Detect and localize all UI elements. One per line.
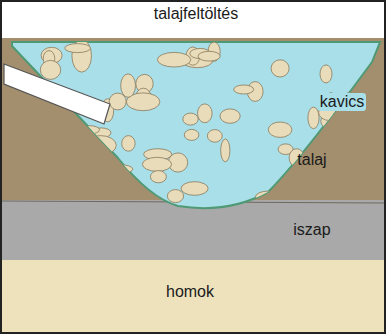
gravel-stone bbox=[184, 129, 199, 140]
gravel-label: kavics bbox=[318, 93, 366, 111]
gravel-stone bbox=[30, 156, 52, 171]
gravel-stone bbox=[142, 157, 171, 171]
gravel-stone bbox=[122, 136, 135, 152]
gravel-stone bbox=[81, 126, 100, 134]
gravel-stone bbox=[198, 51, 220, 61]
gravel-stone bbox=[351, 111, 382, 126]
soil-label: talaj bbox=[295, 151, 328, 169]
gravel-stone bbox=[54, 150, 79, 170]
gravel-stone bbox=[268, 122, 292, 137]
gravel-stone bbox=[49, 157, 80, 165]
sand-layer bbox=[0, 260, 386, 334]
gravel-stone bbox=[221, 139, 230, 162]
gravel-stone bbox=[183, 113, 198, 125]
soil-layer bbox=[0, 38, 386, 208]
gravel-stone bbox=[181, 182, 208, 196]
gravel-stone bbox=[92, 153, 111, 172]
gravel-stone bbox=[320, 65, 332, 83]
gravel-stone bbox=[16, 91, 29, 116]
gravel-stone bbox=[198, 104, 213, 123]
silt-label: iszap bbox=[291, 221, 332, 239]
gravel-stone bbox=[150, 171, 166, 183]
drain-pipe bbox=[4, 64, 110, 124]
gravel-stone bbox=[255, 191, 280, 203]
gravel-stone bbox=[323, 125, 357, 141]
gravel-stone bbox=[18, 116, 36, 146]
gravel-stone bbox=[308, 107, 319, 129]
gravel-stone bbox=[85, 136, 117, 155]
gravel-stone bbox=[167, 190, 183, 203]
gravel-stone bbox=[234, 85, 254, 94]
silt-layer bbox=[0, 200, 386, 262]
gravel-stone bbox=[48, 118, 69, 126]
gravel-stone bbox=[65, 44, 91, 53]
gravel-trench bbox=[12, 42, 380, 208]
gravel-stone bbox=[271, 60, 289, 77]
gravel-stone bbox=[121, 74, 136, 97]
gravel-stone bbox=[207, 130, 222, 143]
fill-label: talajfeltöltés bbox=[152, 5, 241, 23]
gravel-stone bbox=[40, 60, 60, 79]
sand-label: homok bbox=[164, 283, 216, 301]
gravel-stone bbox=[359, 142, 375, 157]
gravel-stone bbox=[96, 169, 104, 185]
gravel-stone bbox=[220, 109, 240, 123]
gravel-stone bbox=[326, 131, 340, 141]
gravel-stones bbox=[16, 40, 382, 204]
gravel-stone bbox=[106, 165, 132, 174]
gravel-stone bbox=[60, 150, 87, 166]
gravel-stone bbox=[109, 93, 126, 110]
gravel-stone bbox=[58, 155, 69, 187]
gravel-stone bbox=[347, 162, 356, 183]
gravel-stone bbox=[343, 183, 374, 200]
gravel-stone bbox=[157, 52, 190, 67]
